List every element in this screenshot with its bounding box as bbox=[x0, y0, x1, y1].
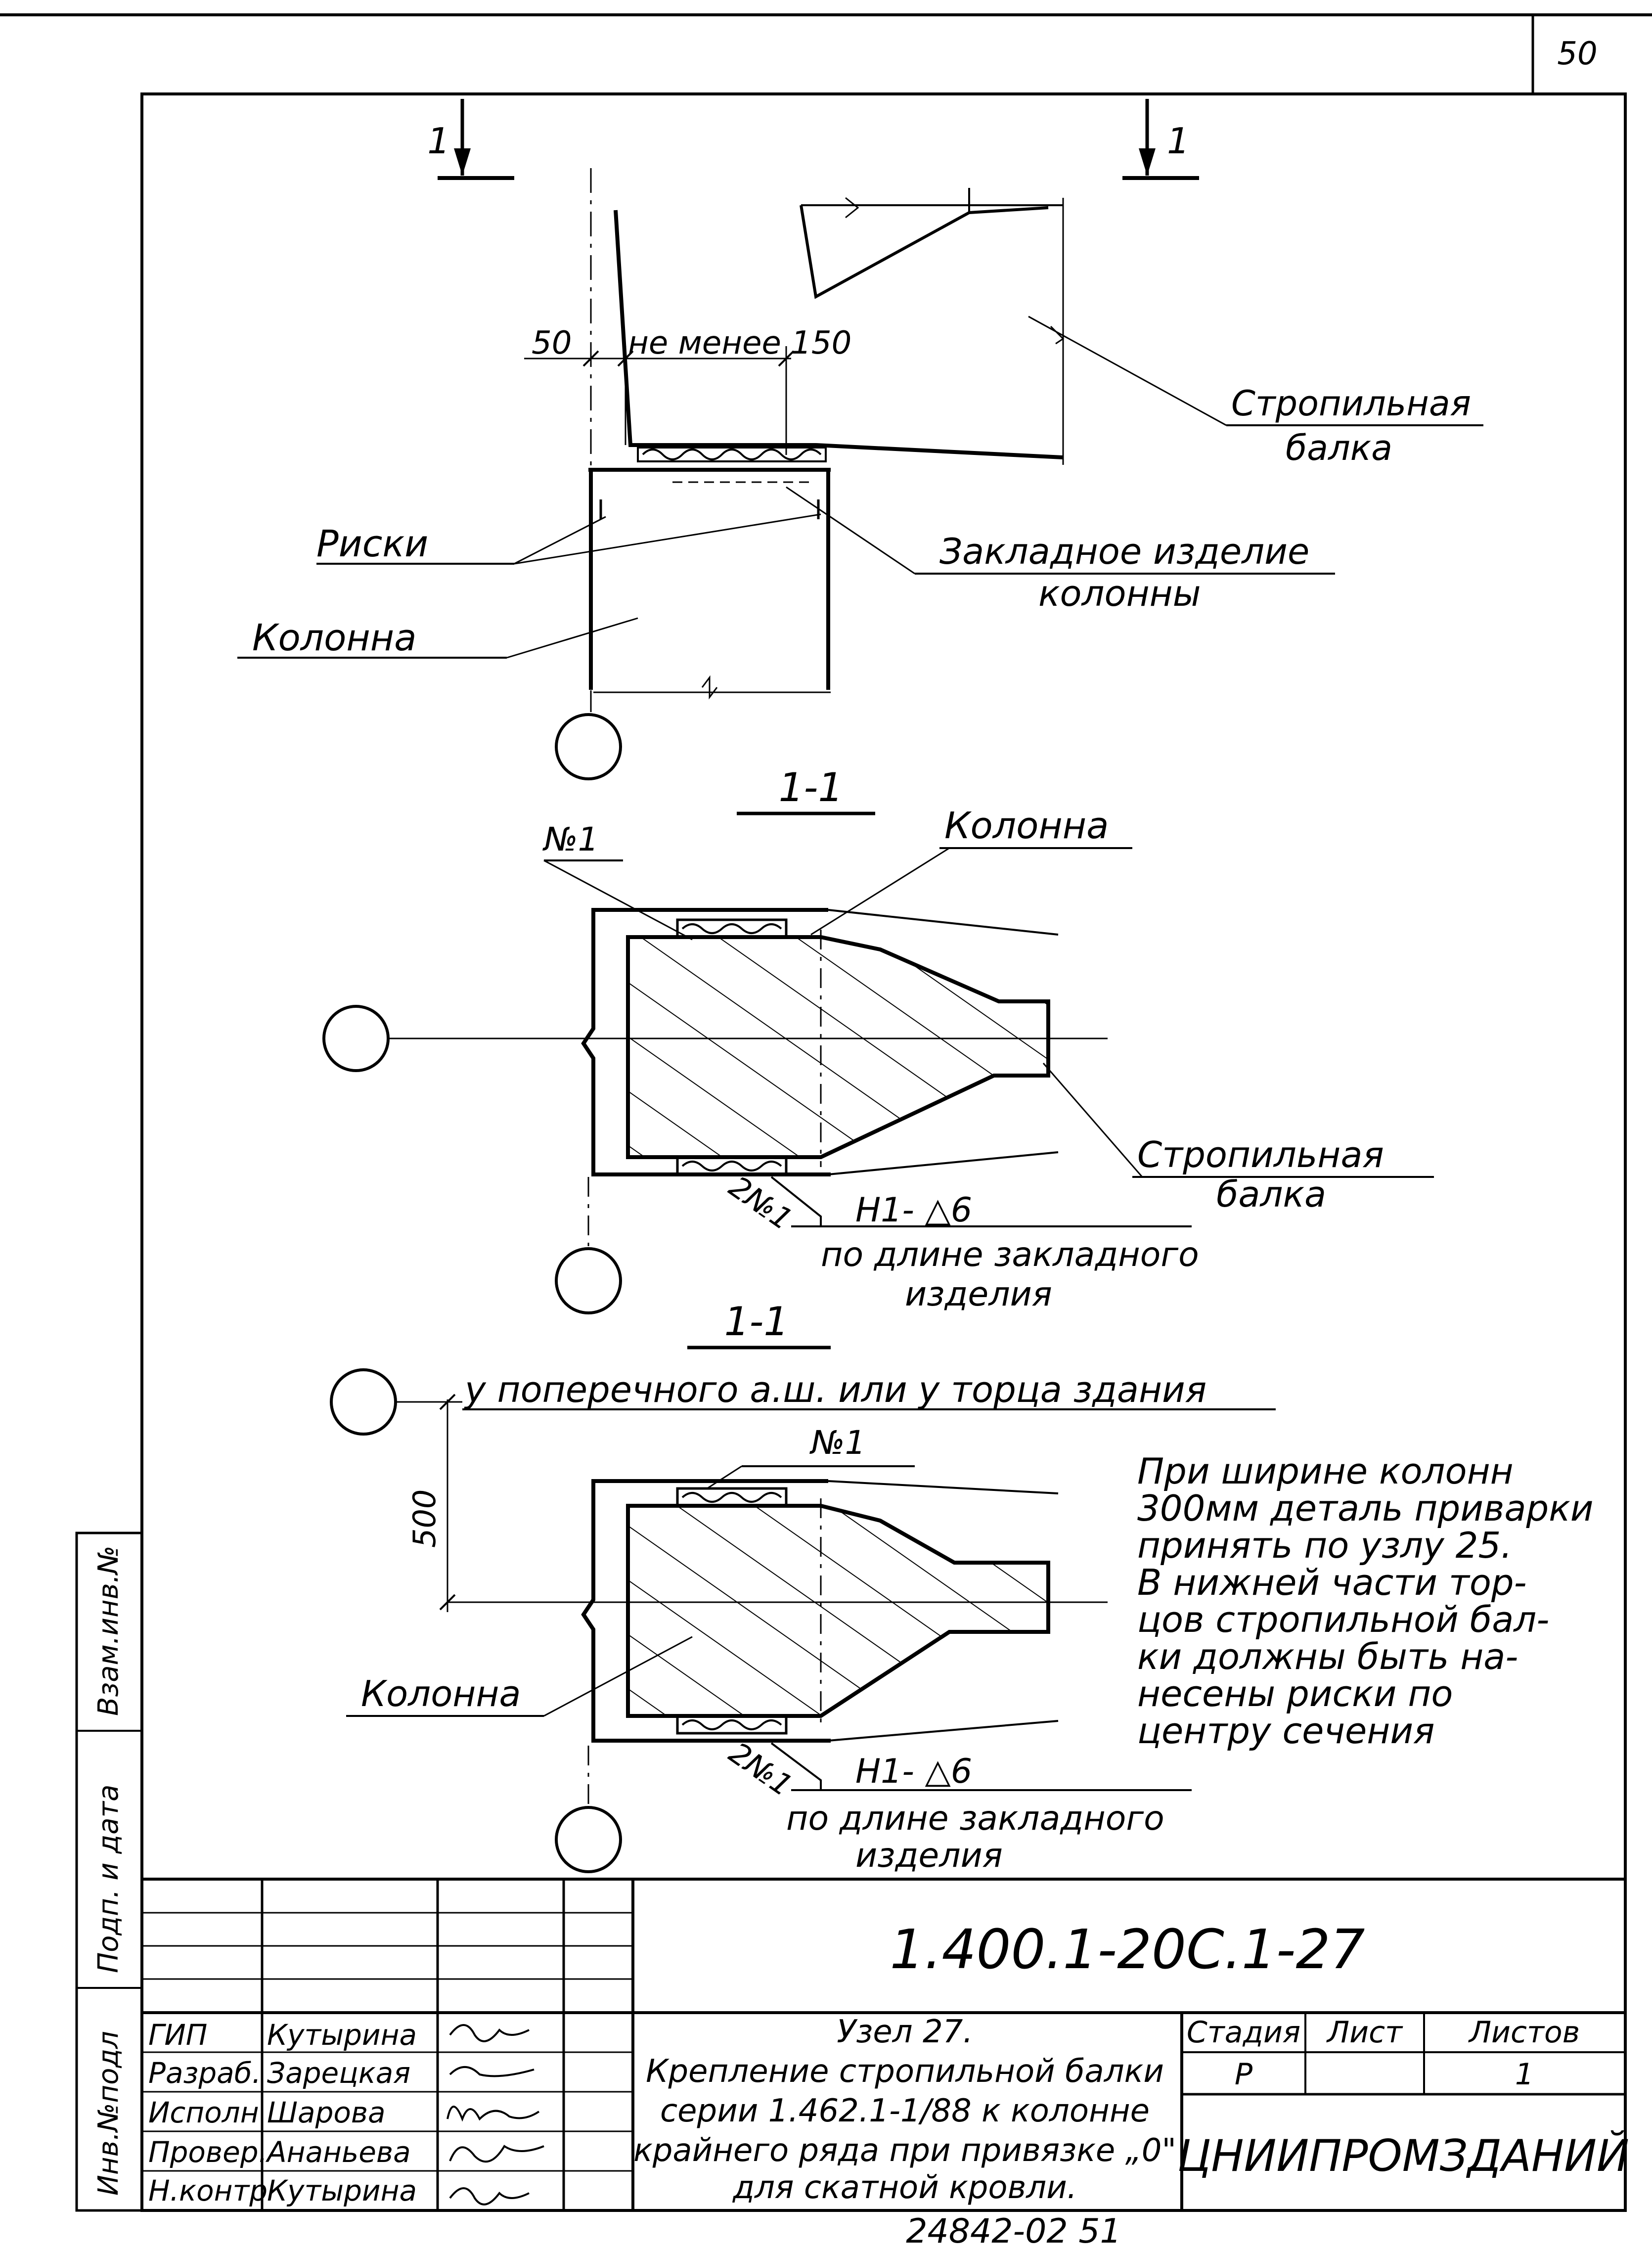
name-gip: Кутырина bbox=[267, 2018, 417, 2052]
signature-norm bbox=[449, 2187, 530, 2206]
signature-checker bbox=[449, 2145, 544, 2163]
section-a-2no1: 2№1 bbox=[722, 1170, 799, 1237]
section-b-weld: Н1- △6 bbox=[855, 1752, 972, 1791]
signature-developer bbox=[449, 2066, 535, 2077]
section-a-title: 1-1 bbox=[779, 765, 844, 810]
title-line: серии 1.462.1-1/88 к колонне bbox=[660, 2093, 1150, 2129]
dim-min-150: не менее 150 bbox=[628, 325, 851, 361]
title-block-names: Кутырина Зарецкая Шарова Ананьева Кутыри… bbox=[265, 2018, 417, 2207]
sheets-header: Листов bbox=[1468, 2015, 1580, 2050]
stage-value: Р bbox=[1235, 2057, 1253, 2092]
section-b-dim-500: 500 bbox=[406, 1489, 443, 1548]
role-gip: ГИП bbox=[148, 2018, 207, 2052]
side-stamp-sign: Подп. и дата bbox=[92, 1785, 125, 1973]
side-stamp-replace: Взам.инв.№ bbox=[92, 1545, 125, 1716]
title-block-title: Узел 27. Крепление стропильной балки сер… bbox=[633, 2014, 1176, 2206]
sheet-header: Лист bbox=[1326, 2015, 1403, 2050]
title-line: для скатной кровли. bbox=[732, 2169, 1077, 2206]
section-a-weld: Н1- △6 bbox=[855, 1191, 972, 1230]
role-norm-control: Н.контр bbox=[148, 2174, 268, 2207]
section-b-2no1: 2№1 bbox=[722, 1736, 799, 1803]
page-number: 50 bbox=[1557, 36, 1597, 72]
dim-50: 50 bbox=[532, 325, 572, 361]
note-line: ки должны быть на- bbox=[1137, 1636, 1518, 1677]
svg-text:1: 1 bbox=[427, 120, 450, 162]
sheet-frame bbox=[0, 13, 1652, 2212]
footer-number: 24842-02 51 bbox=[906, 2212, 1121, 2251]
name-norm-control: Кутырина bbox=[267, 2174, 417, 2207]
section-b-note-1: по длине закладного bbox=[786, 1799, 1164, 1838]
side-stamp-inv: Инв.№подл bbox=[92, 2031, 125, 2196]
label-embedded-2: колонны bbox=[1038, 573, 1201, 614]
note-line: При ширине колонн bbox=[1137, 1450, 1514, 1492]
note-line: несены риски по bbox=[1137, 1673, 1453, 1714]
note-line: принять по узлу 25. bbox=[1137, 1525, 1512, 1566]
signature-executor bbox=[446, 2106, 540, 2122]
name-developer: Зарецкая bbox=[267, 2056, 410, 2090]
drawing-designation: 1.400.1-20С.1-27 bbox=[890, 1918, 1365, 1981]
label-marks: Риски bbox=[316, 523, 428, 565]
section-b-title: 1-1 bbox=[724, 1299, 789, 1345]
title-line: Узел 27. bbox=[837, 2014, 973, 2050]
section-marker-right: 1 bbox=[1122, 99, 1199, 180]
label-beam-top-2: балка bbox=[1286, 428, 1392, 468]
role-executor: Исполн bbox=[148, 2096, 259, 2129]
section-a-column: Колонна bbox=[944, 805, 1109, 847]
section-b-column: Колонна bbox=[361, 1673, 521, 1714]
title-line: Крепление стропильной балки bbox=[646, 2053, 1164, 2090]
name-executor: Шарова bbox=[267, 2096, 386, 2129]
section-b-no1: №1 bbox=[809, 1424, 866, 1462]
title-block bbox=[142, 1878, 1625, 2210]
section-b-drawing bbox=[330, 1368, 1192, 1873]
organization: ЦНИИПРОМЗДАНИЙ bbox=[1177, 2130, 1629, 2181]
section-a-beam-1: Стропильная bbox=[1137, 1134, 1384, 1175]
note-line: В нижней части тор- bbox=[1137, 1562, 1527, 1603]
title-block-roles: ГИП Разраб. Исполн Провер. Н.контр bbox=[148, 2018, 268, 2207]
role-checker: Провер. bbox=[148, 2135, 268, 2169]
label-column-top: Колонна bbox=[252, 617, 417, 659]
role-developer: Разраб. bbox=[148, 2056, 261, 2090]
label-embedded-1: Закладное изделие bbox=[939, 531, 1309, 572]
section-a-beam-2: балка bbox=[1216, 1173, 1326, 1215]
general-note: При ширине колонн 300мм деталь приварки … bbox=[1137, 1450, 1594, 1752]
label-beam-top-1: Стропильная bbox=[1231, 383, 1471, 424]
note-line: 300мм деталь приварки bbox=[1137, 1487, 1594, 1529]
section-b-note-2: изделия bbox=[855, 1836, 1003, 1875]
title-line: крайнего ряда при привязке „0" bbox=[633, 2132, 1176, 2169]
signature-gip bbox=[449, 2024, 530, 2042]
note-line: цов стропильной бал- bbox=[1137, 1599, 1549, 1640]
section-a-no1: №1 bbox=[542, 820, 599, 858]
top-view bbox=[237, 168, 1483, 780]
section-a-note-1: по длине закладного bbox=[821, 1235, 1199, 1274]
section-marker-left: 1 bbox=[427, 99, 514, 180]
signatures bbox=[446, 2024, 544, 2206]
section-a-note-2: изделия bbox=[905, 1275, 1052, 1314]
sheets-value: 1 bbox=[1515, 2057, 1534, 2092]
section-a-drawing bbox=[322, 847, 1434, 1314]
section-b-subtitle: у поперечного а.ш. или у торца здания bbox=[464, 1369, 1206, 1410]
stage-header: Стадия bbox=[1187, 2015, 1300, 2050]
note-line: центру сечения bbox=[1137, 1710, 1434, 1752]
svg-text:1: 1 bbox=[1167, 120, 1190, 162]
name-checker: Ананьева bbox=[265, 2135, 411, 2169]
